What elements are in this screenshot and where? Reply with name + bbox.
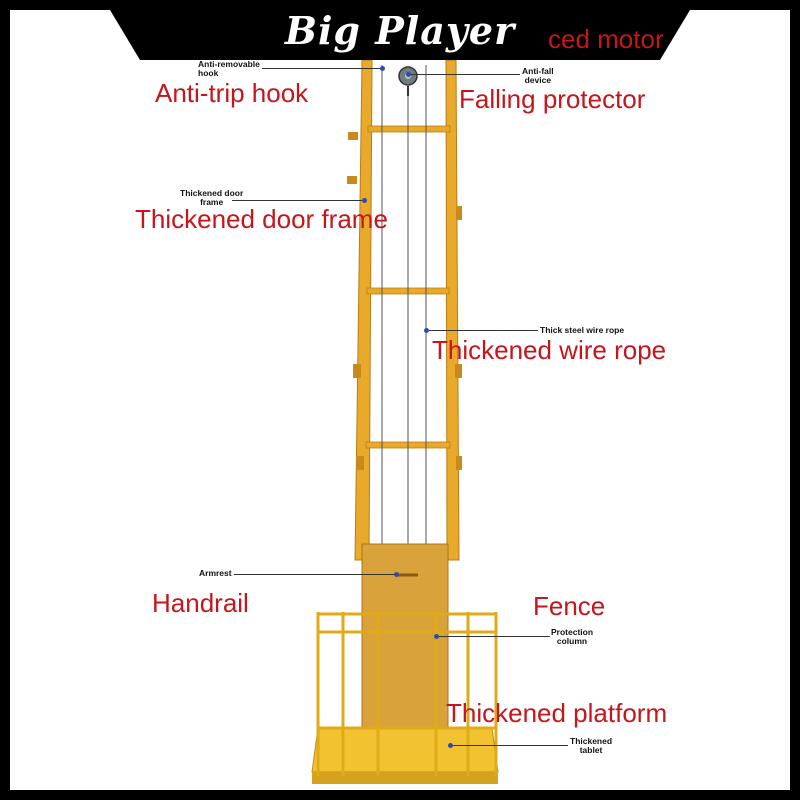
mast-bracket [456, 456, 462, 470]
callout-dot [424, 328, 429, 333]
mast-bracket [348, 132, 358, 140]
label-thickened-wire-rope: Thickened wire rope [432, 335, 667, 365]
mast-bracket [353, 364, 361, 378]
callout-dot [394, 572, 399, 577]
label-handrail: Handrail [152, 588, 249, 618]
leader-anti-fall-device [408, 74, 520, 75]
callout-dot [406, 72, 411, 77]
label-fence: Fence [533, 591, 606, 621]
mast-rung [367, 125, 451, 133]
mast-bracket [347, 176, 357, 184]
leader-thickened-door-frame [232, 200, 364, 201]
label-thickened-door-frame: Thickened door frame [135, 204, 388, 234]
callout-protection-column: Protection column [551, 627, 594, 646]
label-falling-protector: Falling protector [459, 84, 646, 114]
platform-base [312, 772, 498, 784]
brand-banner [0, 0, 800, 60]
fence [316, 612, 498, 776]
callout-thickened-tablet: Thickened tablet [570, 736, 613, 755]
mast-bracket [455, 364, 462, 378]
callout-dot [434, 634, 439, 639]
label-anti-trip-hook: Anti-trip hook [155, 78, 309, 108]
label-motor-partial: ced motor [548, 24, 664, 54]
mast-bracket [356, 456, 364, 470]
callout-thick-steel-wire-rope: Thick steel wire rope [540, 325, 625, 335]
callout-anti-removable-hook: Anti-removable hook [198, 59, 260, 78]
callout-thickened-door-frame: Thickened door frame [180, 188, 244, 207]
leader-anti-removable-hook [262, 68, 382, 69]
leader-armrest [234, 574, 396, 575]
callout-anti-fall-device: Anti-fall device [522, 66, 554, 85]
mast-bracket [456, 206, 462, 220]
brand-title: Big Player [284, 8, 516, 53]
callout-dot [362, 198, 367, 203]
leader-thickened-tablet [452, 745, 568, 746]
leader-protection-column [438, 636, 550, 637]
callout-dot [448, 743, 453, 748]
callout-armrest: Armrest [199, 568, 232, 578]
leader-thick-steel-wire-rope [428, 330, 538, 331]
callout-dot [380, 66, 385, 71]
label-thickened-platform: Thickened platform [446, 698, 668, 728]
